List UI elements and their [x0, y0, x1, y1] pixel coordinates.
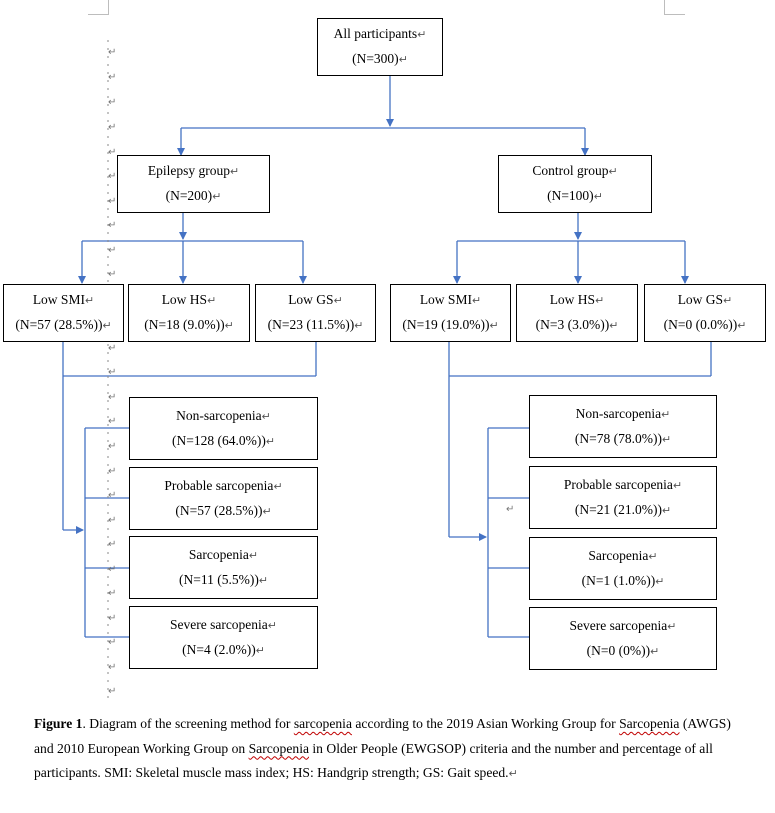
- box-control-group: Control group↵ (N=100)↵: [498, 155, 652, 213]
- box-control-low-hs: Low HS↵ (N=3 (3.0%))↵: [516, 284, 638, 342]
- paragraph-mark: ↵: [108, 122, 117, 133]
- paragraph-mark: ↵: [108, 220, 117, 231]
- box-epilepsy-severe-sarcopenia: Severe sarcopenia↵ (N=4 (2.0%))↵: [129, 606, 318, 669]
- paragraph-mark: ↵: [108, 686, 117, 697]
- box-label: Low GS: [288, 292, 334, 307]
- paragraph-mark: ↵: [108, 416, 117, 427]
- box-label: Severe sarcopenia: [569, 617, 668, 633]
- paragraph-mark: ↵: [108, 613, 117, 624]
- box-epilepsy-sarcopenia: Sarcopenia↵ (N=11 (5.5%))↵: [129, 536, 318, 599]
- box-count: (N=19 (19.0%)): [402, 317, 490, 332]
- paragraph-mark: ↵: [108, 196, 117, 207]
- box-all-participants: All participants↵ (N=300)↵: [317, 18, 443, 76]
- paragraph-mark: ↵: [108, 637, 117, 648]
- box-count: (N=4 (2.0%)): [182, 641, 256, 657]
- box-label: All participants: [333, 26, 418, 41]
- box-label: Epilepsy group: [147, 163, 230, 178]
- paragraph-mark: ↵: [108, 72, 117, 83]
- paragraph-mark: ↵: [108, 588, 117, 599]
- paragraph-mark: ↵: [108, 466, 117, 477]
- box-label: Low HS: [549, 292, 596, 307]
- box-control-sarcopenia: Sarcopenia↵ (N=1 (1.0%))↵: [529, 537, 717, 600]
- box-epilepsy-low-smi: Low SMI↵ (N=57 (28.5%))↵: [3, 284, 124, 342]
- box-epilepsy-non-sarcopenia: Non-sarcopenia↵ (N=128 (64.0%))↵: [129, 397, 318, 460]
- paragraph-mark: ↵: [108, 97, 117, 108]
- paragraph-mark: ↵: [108, 515, 117, 526]
- box-count: (N=57 (28.5%)): [15, 317, 103, 332]
- paragraph-mark: ↵: [108, 269, 117, 280]
- paragraph-mark: ↵: [108, 47, 117, 58]
- page-corner-mark-right: [664, 0, 685, 15]
- box-label: Control group: [532, 163, 609, 178]
- paragraph-mark: ↵: [108, 490, 117, 501]
- paragraph-mark: ↵: [108, 564, 117, 575]
- box-epilepsy-low-hs: Low HS↵ (N=18 (9.0%))↵: [128, 284, 250, 342]
- box-count: (N=23 (11.5%)): [267, 317, 355, 332]
- box-count: (N=21 (21.0%)): [574, 501, 662, 517]
- figure-label: Figure 1: [34, 716, 83, 731]
- box-label: Probable sarcopenia: [563, 476, 673, 492]
- paragraph-mark: ↵: [108, 147, 117, 158]
- box-label: Low GS: [677, 292, 724, 307]
- box-control-non-sarcopenia: Non-sarcopenia↵ (N=78 (78.0%))↵: [529, 395, 717, 458]
- paragraph-mark: ↵: [108, 392, 117, 403]
- box-count: (N=3 (3.0%)): [535, 317, 610, 332]
- paragraph-mark: ↵: [506, 504, 515, 515]
- box-epilepsy-probable-sarcopenia: Probable sarcopenia↵ (N=57 (28.5%))↵: [129, 467, 318, 530]
- box-count: (N=57 (28.5%)): [175, 502, 263, 518]
- box-control-severe-sarcopenia: Severe sarcopenia↵ (N=0 (0%))↵: [529, 607, 717, 670]
- paragraph-mark: ↵: [108, 662, 117, 673]
- box-count: (N=0 (0%)): [586, 642, 651, 658]
- box-control-probable-sarcopenia: Probable sarcopenia↵ (N=21 (21.0%))↵: [529, 466, 717, 529]
- box-epilepsy-group: Epilepsy group↵ (N=200)↵: [117, 155, 270, 213]
- box-label: Probable sarcopenia: [164, 477, 274, 493]
- box-control-low-gs: Low GS↵ (N=0 (0.0%))↵: [644, 284, 766, 342]
- box-label: Low SMI: [419, 292, 472, 307]
- box-label: Low SMI: [32, 292, 85, 307]
- box-label: Sarcopenia: [188, 546, 249, 562]
- paragraph-mark: ↵: [108, 539, 117, 550]
- box-count: (N=300): [352, 51, 399, 66]
- paragraph-mark: ↵: [108, 245, 117, 256]
- paragraph-mark: ↵: [108, 171, 117, 182]
- box-count: (N=78 (78.0%)): [574, 430, 662, 446]
- box-label: Low HS: [161, 292, 208, 307]
- box-count: (N=11 (5.5%)): [178, 571, 259, 587]
- box-count: (N=18 (9.0%)): [144, 317, 225, 332]
- box-count: (N=1 (1.0%)): [581, 572, 656, 588]
- box-label: Non-sarcopenia: [176, 407, 262, 423]
- box-control-low-smi: Low SMI↵ (N=19 (19.0%))↵: [390, 284, 511, 342]
- paragraph-mark: ↵: [108, 343, 117, 354]
- box-epilepsy-low-gs: Low GS↵ (N=23 (11.5%))↵: [255, 284, 376, 342]
- box-label: Non-sarcopenia: [575, 405, 662, 421]
- page-corner-mark-left: [88, 0, 109, 15]
- paragraph-mark: ↵: [108, 441, 117, 452]
- paragraph-mark: ↵: [108, 367, 117, 378]
- figure-caption: Figure 1. Diagram of the screening metho…: [34, 716, 731, 780]
- box-count: (N=100): [547, 188, 594, 203]
- box-count: (N=200): [165, 188, 213, 203]
- box-label: Sarcopenia: [588, 547, 649, 563]
- box-count: (N=0 (0.0%)): [663, 317, 738, 332]
- box-count: (N=128 (64.0%)): [171, 432, 266, 448]
- box-label: Severe sarcopenia: [169, 616, 268, 632]
